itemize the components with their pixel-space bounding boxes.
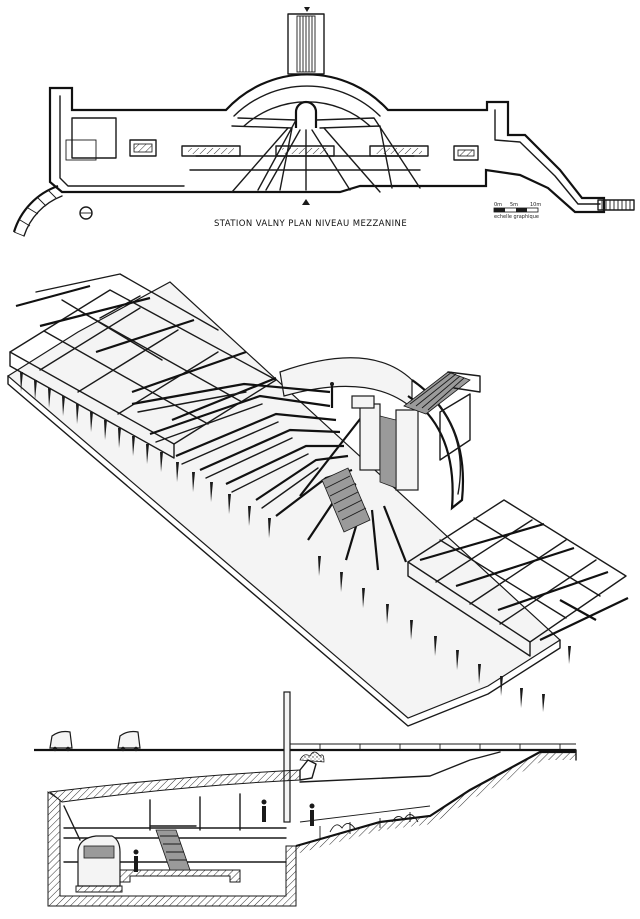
plan-outline <box>48 73 606 214</box>
section-marker-top <box>304 7 310 12</box>
car-left <box>49 730 73 752</box>
axo-right-beams <box>419 522 629 641</box>
axo-right-piles <box>318 556 571 712</box>
axonometric-view <box>6 273 629 727</box>
section-ramp-rails <box>299 805 431 838</box>
section-vegetation <box>299 751 419 833</box>
axo-rib-undersides <box>137 391 319 509</box>
north-symbol <box>79 206 93 220</box>
axo-central-core <box>330 382 419 491</box>
plan-caption: STATION VALNY PLAN NIVEAU MEZZANINE <box>214 219 408 229</box>
scale-tick-5: 5m <box>510 202 519 208</box>
scale-tick-0: 0m <box>494 202 503 208</box>
section-roof-slab <box>48 769 301 803</box>
dome-inner-arc <box>243 101 371 127</box>
train-car <box>75 835 123 893</box>
axo-left-piles <box>20 372 271 538</box>
car-right <box>117 730 141 752</box>
section-ramp-floor-hatch <box>296 752 576 854</box>
scale-tick-10: 10m <box>530 202 542 208</box>
plan-inner-outline <box>59 85 601 205</box>
right-exit-stair <box>597 199 635 211</box>
top-stair <box>287 13 325 75</box>
section-platform-floor <box>119 869 241 883</box>
scale-bar <box>493 207 539 213</box>
axo-base-slab <box>6 281 561 719</box>
plan-platform-blocks <box>65 117 479 161</box>
people-figures <box>133 799 315 872</box>
section-escalator <box>149 825 197 871</box>
section-ramp-ceiling <box>299 751 501 783</box>
plan-mezzanine <box>12 7 635 237</box>
scale-label: echelle graphique <box>494 214 539 220</box>
right-exit-stair-treads <box>601 200 631 210</box>
plan-radiating-beams <box>189 117 421 193</box>
left-curved-ramp <box>12 184 63 237</box>
section-marker-bottom <box>302 199 310 205</box>
cross-section <box>34 691 577 907</box>
section-retaining-wall <box>47 791 297 907</box>
axo-dome-wall <box>279 357 413 410</box>
section-pylon <box>283 691 291 823</box>
section-ramp-outline <box>295 750 576 848</box>
axo-escalator <box>403 371 481 461</box>
axo-slab-edge <box>7 375 561 727</box>
street-lamps <box>319 744 561 750</box>
central-portal <box>294 100 318 128</box>
axo-central-stair <box>321 467 371 533</box>
axo-right-wing <box>407 499 627 657</box>
